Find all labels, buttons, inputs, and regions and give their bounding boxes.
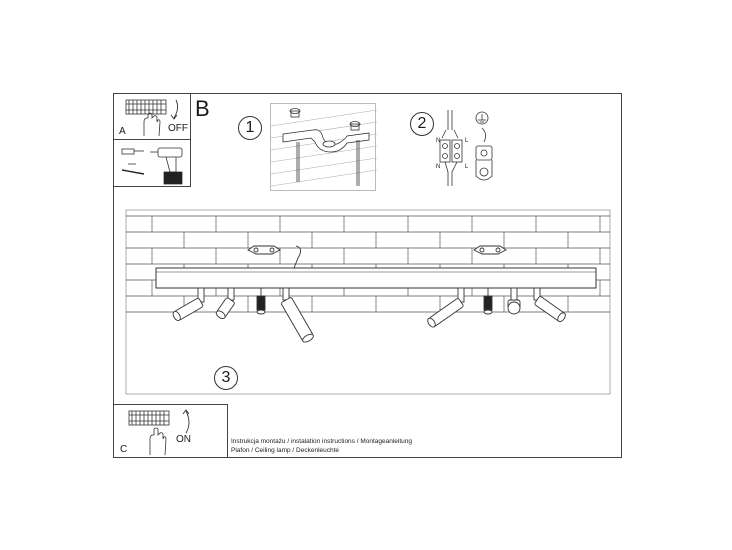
step-1-illustration xyxy=(270,103,378,191)
panel-c-letter: C xyxy=(120,444,128,455)
wire-l-bottom: L xyxy=(465,164,469,170)
terminal-block-icon xyxy=(439,110,463,186)
wire-l-top: L xyxy=(465,138,469,144)
panel-tools xyxy=(113,139,191,187)
arrow-down-icon xyxy=(170,99,179,120)
panel-a-power-off: A OFF xyxy=(113,93,191,140)
arrow-up-icon xyxy=(182,409,190,434)
wall-plug-icon xyxy=(121,148,144,155)
section-b-letter: B xyxy=(195,96,210,121)
step-1-number: 1 xyxy=(238,116,262,140)
panel-a-letter: A xyxy=(119,126,126,137)
step-3-number: 3 xyxy=(214,366,238,390)
wire-n-top: N xyxy=(436,138,441,144)
fuse-box-icon xyxy=(125,99,167,115)
screw-icon xyxy=(121,163,145,175)
ground-symbol-icon xyxy=(475,111,493,181)
instruction-sheet xyxy=(113,93,622,458)
caption-line-2: Plafon / Ceiling lamp / Deckenleuchte xyxy=(231,447,340,454)
brick-ceiling-icon xyxy=(125,209,611,395)
hand-switch-on-icon xyxy=(149,427,167,456)
caption-line-1: Instrukcja montażu / instalation instruc… xyxy=(231,438,413,445)
fuse-box-icon xyxy=(128,410,170,426)
screw-icon xyxy=(289,108,361,186)
spotlight-icon xyxy=(172,287,566,343)
hand-switch-off-icon xyxy=(143,112,161,137)
step-2-number: 2 xyxy=(410,112,434,136)
on-label: ON xyxy=(176,434,191,445)
panel-c-power-on: C ON xyxy=(113,404,228,458)
wire-n-bottom: N xyxy=(436,164,441,170)
drill-icon xyxy=(150,147,183,185)
off-label: OFF xyxy=(168,123,188,134)
